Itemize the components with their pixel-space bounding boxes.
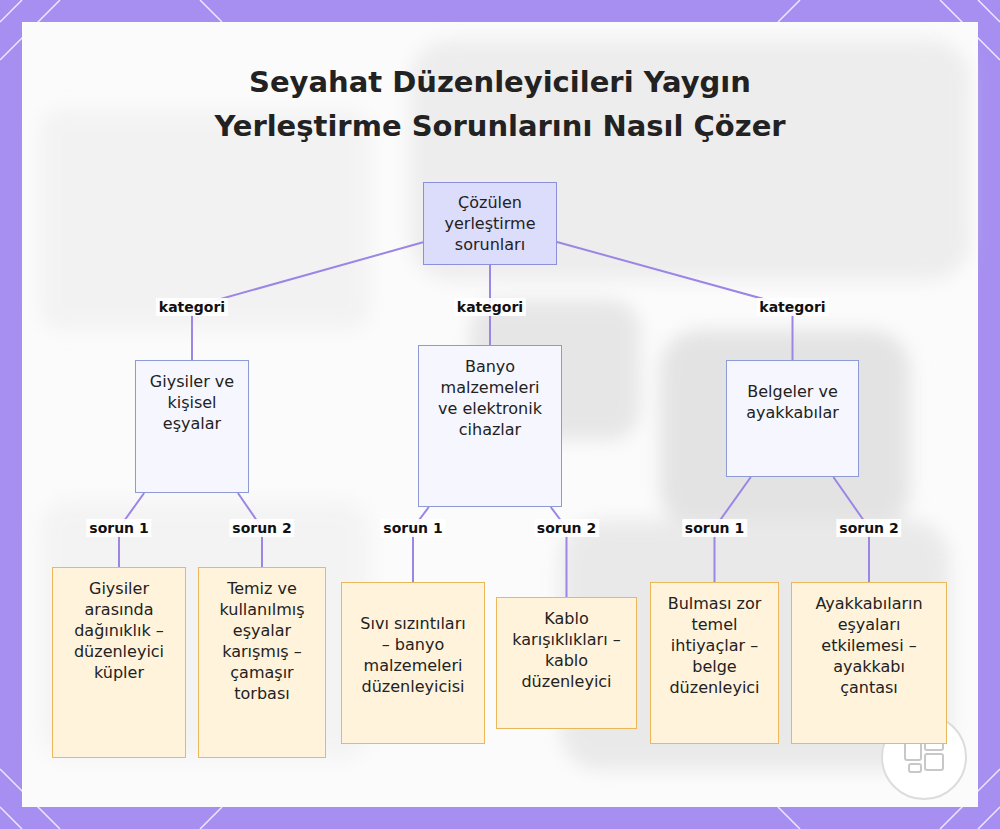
- root-box: Çözülen yerleştirme sorunları: [423, 182, 557, 265]
- node-text: Kablo karışıklıkları – kablo düzenleyici: [509, 608, 624, 692]
- edge-label: kategori: [454, 298, 526, 316]
- edge-label: kategori: [156, 298, 228, 316]
- node-text: Bulması zor temel ihtiyaçlar – belge düz…: [663, 593, 766, 698]
- category-box: Banyo malzemeleri ve elektronik cihazlar: [418, 345, 562, 507]
- solution-box: Bulması zor temel ihtiyaçlar – belge düz…: [650, 582, 779, 744]
- edge-label: sorun 1: [380, 519, 445, 537]
- node-text: Ayakkabıların eşyaları etkilemesi – ayak…: [804, 593, 934, 698]
- node-text: Temiz ve kullanılmış eşyalar karışmış – …: [211, 578, 313, 704]
- solution-box: Sıvı sızıntıları – banyo malzemeleri düz…: [341, 582, 485, 744]
- category-box: Giysiler ve kişisel eşyalar: [135, 360, 249, 493]
- solution-box: Ayakkabıların eşyaları etkilemesi – ayak…: [791, 582, 947, 744]
- edge-label: sorun 2: [534, 519, 599, 537]
- edge-label: sorun 2: [836, 519, 901, 537]
- edge-label: sorun 1: [682, 519, 747, 537]
- node-text: Giysiler ve kişisel eşyalar: [148, 371, 236, 434]
- node-text: Çözülen yerleştirme sorunları: [436, 192, 544, 255]
- node-text: Sıvı sızıntıları – banyo malzemeleri düz…: [354, 613, 472, 697]
- edge-label: sorun 1: [86, 519, 151, 537]
- node-text: Giysiler arasında dağınıklık – düzenleyi…: [65, 578, 173, 683]
- node-text: Belgeler ve ayakkabılar: [739, 381, 846, 423]
- edge-label: kategori: [756, 298, 828, 316]
- solution-box: Giysiler arasında dağınıklık – düzenleyi…: [52, 567, 186, 758]
- solution-box: Kablo karışıklıkları – kablo düzenleyici: [496, 597, 637, 729]
- edge-label: sorun 2: [229, 519, 294, 537]
- diagram-title: Seyahat Düzenleyicileri Yaygın Yerleştir…: [190, 60, 810, 148]
- solution-box: Temiz ve kullanılmış eşyalar karışmış – …: [198, 567, 326, 758]
- node-text: Banyo malzemeleri ve elektronik cihazlar: [431, 356, 549, 440]
- category-box: Belgeler ve ayakkabılar: [726, 360, 859, 477]
- panel: [22, 22, 978, 807]
- blurred-illustration: [40, 40, 970, 770]
